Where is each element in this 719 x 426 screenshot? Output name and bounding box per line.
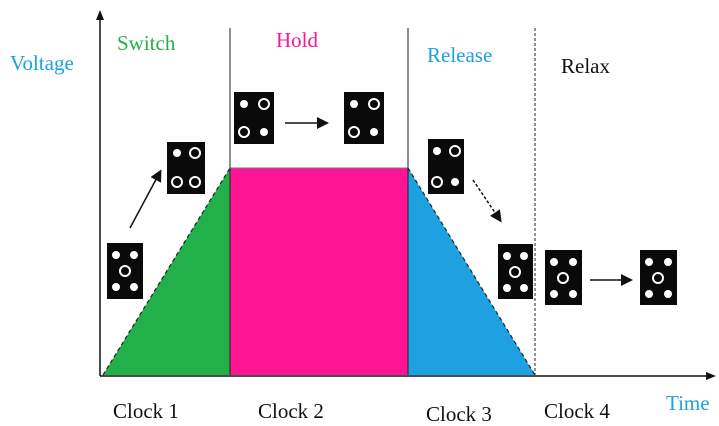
cell-relax-end-icon — [640, 250, 677, 305]
phase-label-release: Release — [427, 43, 492, 67]
cell-relax-start-icon — [545, 250, 582, 305]
clock-label-4: Clock 4 — [544, 399, 610, 423]
release-ramp-edge — [407, 167, 536, 376]
phase-label-switch: Switch — [117, 31, 176, 55]
x-axis-arrowhead — [706, 372, 716, 380]
x-axis-label: Time — [666, 391, 710, 415]
clock-label-2: Clock 2 — [258, 399, 324, 423]
cell-release-start-icon — [428, 139, 464, 194]
clock-label-3: Clock 3 — [426, 402, 492, 426]
phase-label-relax: Relax — [561, 54, 610, 78]
cell-release-end-icon — [498, 244, 533, 299]
cell-after-switch-icon — [167, 142, 205, 194]
clock-label-1: Clock 1 — [113, 399, 179, 423]
hold-plateau-fill — [230, 168, 408, 375]
cell-hold-end-icon — [344, 92, 384, 144]
switch-ramp-edge — [102, 167, 231, 376]
arrow-release-icon — [472, 179, 502, 223]
y-axis-label: Voltage — [10, 51, 74, 75]
cell-hold-start-icon — [234, 92, 274, 144]
y-axis-arrowhead — [96, 10, 104, 20]
cell-before-switch-icon — [107, 243, 143, 299]
arrow-switch-icon — [129, 169, 162, 229]
phase-label-hold: Hold — [276, 28, 319, 52]
